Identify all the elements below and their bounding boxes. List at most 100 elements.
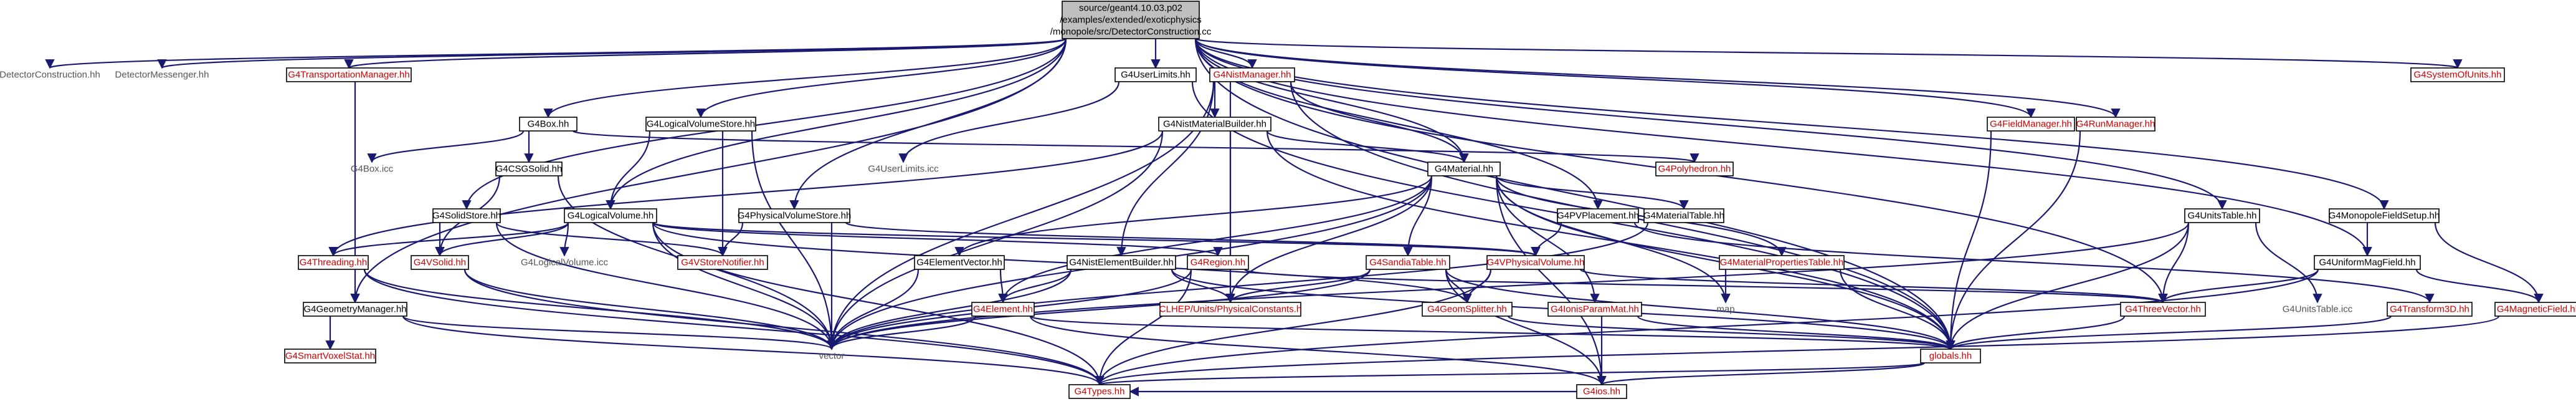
edge-logvol-to-vector (652, 222, 837, 350)
node-userlimicc: G4UserLimits.icc (868, 164, 939, 175)
node-label-fieldmgr: G4FieldManager.hh (1990, 119, 2072, 130)
edge-material-to-sandia (1403, 175, 1433, 257)
edge-transform3d-to-globals (1946, 315, 2392, 350)
node-sysunits[interactable]: G4SystemOfUnits.hh (2410, 67, 2505, 82)
node-label-threading: G4Threading.hh (300, 258, 367, 268)
node-transpmgr[interactable]: G4TransportationManager.hh (286, 67, 412, 82)
edge-unitstable-to-threevec (2158, 222, 2190, 304)
node-ionisparam[interactable]: G4IonisParamMat.hh (1547, 302, 1642, 317)
node-label-detcon: DetectorConstruction.hh (0, 70, 100, 80)
node-element[interactable]: G4Element.hh (971, 302, 1035, 317)
node-runmgr[interactable]: G4RunManager.hh (2076, 117, 2155, 132)
node-smartvox[interactable]: G4SmartVoxelStat.hh (284, 349, 376, 363)
node-userlim[interactable]: G4UserLimits.hh (1115, 67, 1197, 82)
node-label-geomsplit: G4GeomSplitter.hh (1427, 304, 1507, 315)
edge-mattable-to-vector (827, 222, 1649, 350)
edge-root-to-lvstore (696, 38, 1067, 118)
node-label-threevec: G4ThreeVector.hh (2125, 304, 2201, 315)
edge-region-to-threevec (1243, 268, 2167, 304)
node-label-polyhedron: G4Polyhedron.hh (1658, 164, 1731, 175)
node-material[interactable]: G4Material.hh (1427, 161, 1501, 176)
node-label-g4types: G4Types.hh (1075, 387, 1125, 397)
node-region[interactable]: G4Region.hh (1187, 255, 1249, 270)
edge-element-to-g4ios (1029, 315, 1607, 386)
node-box[interactable]: G4Box.hh (519, 117, 577, 132)
node-nistelemb[interactable]: G4NistElementBuilder.hh (1067, 255, 1176, 270)
node-sandia[interactable]: G4SandiaTable.hh (1366, 255, 1450, 270)
node-label-ionisparam: G4IonisParamMat.hh (1551, 304, 1639, 315)
edge-nistmatb-to-material (1266, 130, 1469, 163)
node-matprop[interactable]: G4MaterialPropertiesTable.hh (1719, 255, 1845, 270)
edge-geomgr-to-vector (402, 315, 837, 350)
node-box-fieldmgr (1987, 117, 2075, 132)
edge-logvol-to-threading (328, 222, 569, 257)
node-transform3d[interactable]: G4Transform3D.hh (2387, 302, 2473, 317)
node-monosetup[interactable]: G4MonopoleFieldSetup.hh (2329, 208, 2440, 223)
edge-geomsplit-to-globals (1507, 315, 1956, 350)
edge-unimag-to-magfield (2415, 269, 2544, 304)
edge-unimag-to-threevec (2158, 269, 2319, 304)
edge-sandia-to-clhep (1225, 269, 1371, 304)
node-vsolid[interactable]: G4VSolid.hh (411, 255, 469, 270)
edge-material-to-elemvec (954, 175, 1433, 257)
node-box-ionisparam (1547, 302, 1642, 317)
edge-root-to-nistmgr (1194, 38, 1257, 69)
node-solidstore[interactable]: G4SolidStore.hh (432, 208, 501, 223)
node-fieldmgr[interactable]: G4FieldManager.hh (1987, 117, 2075, 132)
node-mattable[interactable]: G4MaterialTable.hh (1643, 208, 1724, 223)
node-label-clhep: CLHEP/Units/PhysicalConstants.h (1159, 304, 1301, 315)
node-polyhedron[interactable]: G4Polyhedron.hh (1655, 161, 1734, 176)
edge-box-to-polyhedron (572, 130, 1699, 163)
node-magfield[interactable]: G4MagneticField.hh (2494, 302, 2576, 317)
edge-logvol-to-vsolid (435, 222, 569, 257)
node-label-monosetup: G4MonopoleFieldSetup.hh (2329, 211, 2440, 221)
node-vector: vector (819, 351, 845, 362)
edge-globals-to-g4types (1095, 362, 1926, 386)
node-label-region: G4Region.hh (1191, 258, 1245, 268)
edge-pvplace-to-transform3d (1633, 222, 2435, 304)
root-label-line: /monopole/src/DetectorConstruction.cc (1050, 27, 1212, 37)
edge-root-to-logvol (606, 38, 1067, 210)
node-pvplace[interactable]: G4PVPlacement.hh (1557, 208, 1639, 223)
edge-element-to-vector (827, 315, 977, 350)
node-label-csgsolid: G4CSGSolid.hh (496, 164, 563, 175)
node-box-nistelemb (1067, 255, 1176, 270)
edge-region-to-g4types (1095, 269, 1192, 386)
node-g4ios[interactable]: G4ios.hh (1576, 384, 1627, 399)
edge-fieldmgr-to-globals (1946, 130, 1992, 350)
node-csgsolid[interactable]: G4CSGSolid.hh (495, 161, 563, 176)
node-unimag[interactable]: G4UniformMagField.hh (2314, 255, 2421, 270)
node-box-geomsplit (1422, 302, 1513, 317)
node-nistmgr[interactable]: G4NistManager.hh (1209, 67, 1295, 82)
node-label-map: map (1716, 304, 1734, 315)
node-label-elemvec: G4ElementVector.hh (916, 258, 1002, 268)
node-threevec[interactable]: G4ThreeVector.hh (2120, 302, 2206, 317)
node-vsnotifier[interactable]: G4VStoreNotifier.hh (677, 255, 768, 270)
node-label-lvicc: G4LogicalVolume.icc (521, 258, 609, 268)
node-threading[interactable]: G4Threading.hh (298, 255, 369, 270)
node-g4types[interactable]: G4Types.hh (1068, 384, 1131, 399)
node-boxicc: G4Box.icc (351, 164, 394, 175)
node-vphysvol[interactable]: G4VPhysicalVolume.hh (1486, 255, 1585, 270)
node-unitstable[interactable]: G4UnitsTable.hh (2184, 208, 2260, 223)
edge-userlim-to-userlimicc (898, 81, 1120, 163)
node-box-vsolid (411, 255, 469, 270)
node-box-unitstable (2184, 208, 2260, 223)
node-label-detmsg: DetectorMessenger.hh (115, 70, 209, 80)
node-geomgr[interactable]: G4GeometryManager.hh (303, 302, 407, 317)
node-box-pvstore (738, 208, 850, 223)
node-box-unimag (2314, 255, 2421, 270)
node-logvol[interactable]: G4LogicalVolume.hh (564, 208, 657, 223)
node-pvstore[interactable]: G4PhysicalVolumeStore.hh (738, 208, 852, 223)
edge-nistelemb-to-element (998, 269, 1072, 304)
node-clhep[interactable]: CLHEP/Units/PhysicalConstants.h (1159, 302, 1301, 317)
node-globals[interactable]: globals.hh (1920, 349, 1981, 363)
node-elemvec[interactable]: G4ElementVector.hh (914, 255, 1005, 270)
edge-solidstore-to-vector (495, 222, 837, 350)
node-geomsplit[interactable]: G4GeomSplitter.hh (1422, 302, 1513, 317)
node-nistmatb[interactable]: G4NistMaterialBuilder.hh (1158, 117, 1271, 132)
edge-root-to-transpmgr (344, 37, 1067, 69)
edge-root-to-runmgr (1194, 38, 2121, 118)
node-lvstore[interactable]: G4LogicalVolumeStore.hh (645, 117, 756, 132)
edge-root-to-box (543, 38, 1067, 118)
